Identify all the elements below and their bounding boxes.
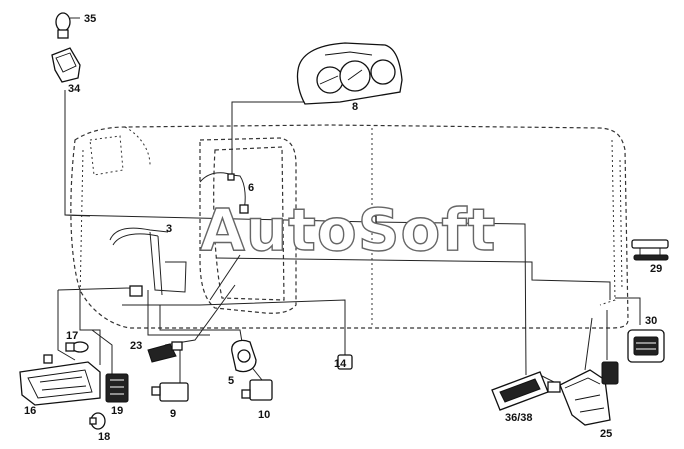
label-3: 3	[166, 223, 172, 235]
label-29: 29	[650, 263, 662, 275]
label-9: 9	[170, 408, 176, 420]
label-36-38: 36/38	[505, 412, 533, 424]
label-10: 10	[258, 409, 270, 421]
label-8: 8	[352, 101, 358, 113]
relay-10	[241, 379, 273, 401]
instrument-cluster-8	[296, 42, 403, 105]
label-34: 34	[68, 83, 81, 95]
watermark-text: AutoSoft	[200, 196, 496, 264]
label-5: 5	[228, 375, 234, 387]
label-18: 18	[98, 431, 110, 443]
switch-23	[147, 341, 183, 363]
label-30: 30	[645, 315, 657, 327]
connector-9	[151, 382, 189, 402]
harness-loop-6	[199, 172, 249, 214]
courtesy-lamp-34	[51, 47, 81, 83]
bulb-18	[89, 412, 106, 430]
bulb-35	[55, 12, 80, 39]
headlamp-16	[19, 354, 101, 406]
callout-labels: 35 34 8 6 3 29 30 17 23 14 5 16 19 9 10 …	[24, 13, 662, 443]
label-23: 23	[130, 340, 142, 352]
bulb-17	[65, 341, 89, 353]
label-14: 14	[334, 358, 347, 370]
harness-bundle-3	[109, 227, 187, 297]
rear-lamp-30	[627, 329, 665, 363]
high-brake-light-29	[631, 239, 669, 261]
label-17: 17	[66, 330, 78, 342]
label-35: 35	[84, 13, 96, 25]
body-connector	[365, 215, 377, 229]
side-lamp-19	[105, 373, 129, 403]
rear-light-36-38	[491, 371, 561, 411]
label-25: 25	[600, 428, 612, 440]
tail-light-25	[559, 361, 619, 426]
label-6: 6	[248, 182, 254, 194]
label-19: 19	[111, 405, 123, 417]
horn-5	[231, 339, 257, 373]
label-16: 16	[24, 405, 36, 417]
relay-14	[337, 354, 353, 370]
